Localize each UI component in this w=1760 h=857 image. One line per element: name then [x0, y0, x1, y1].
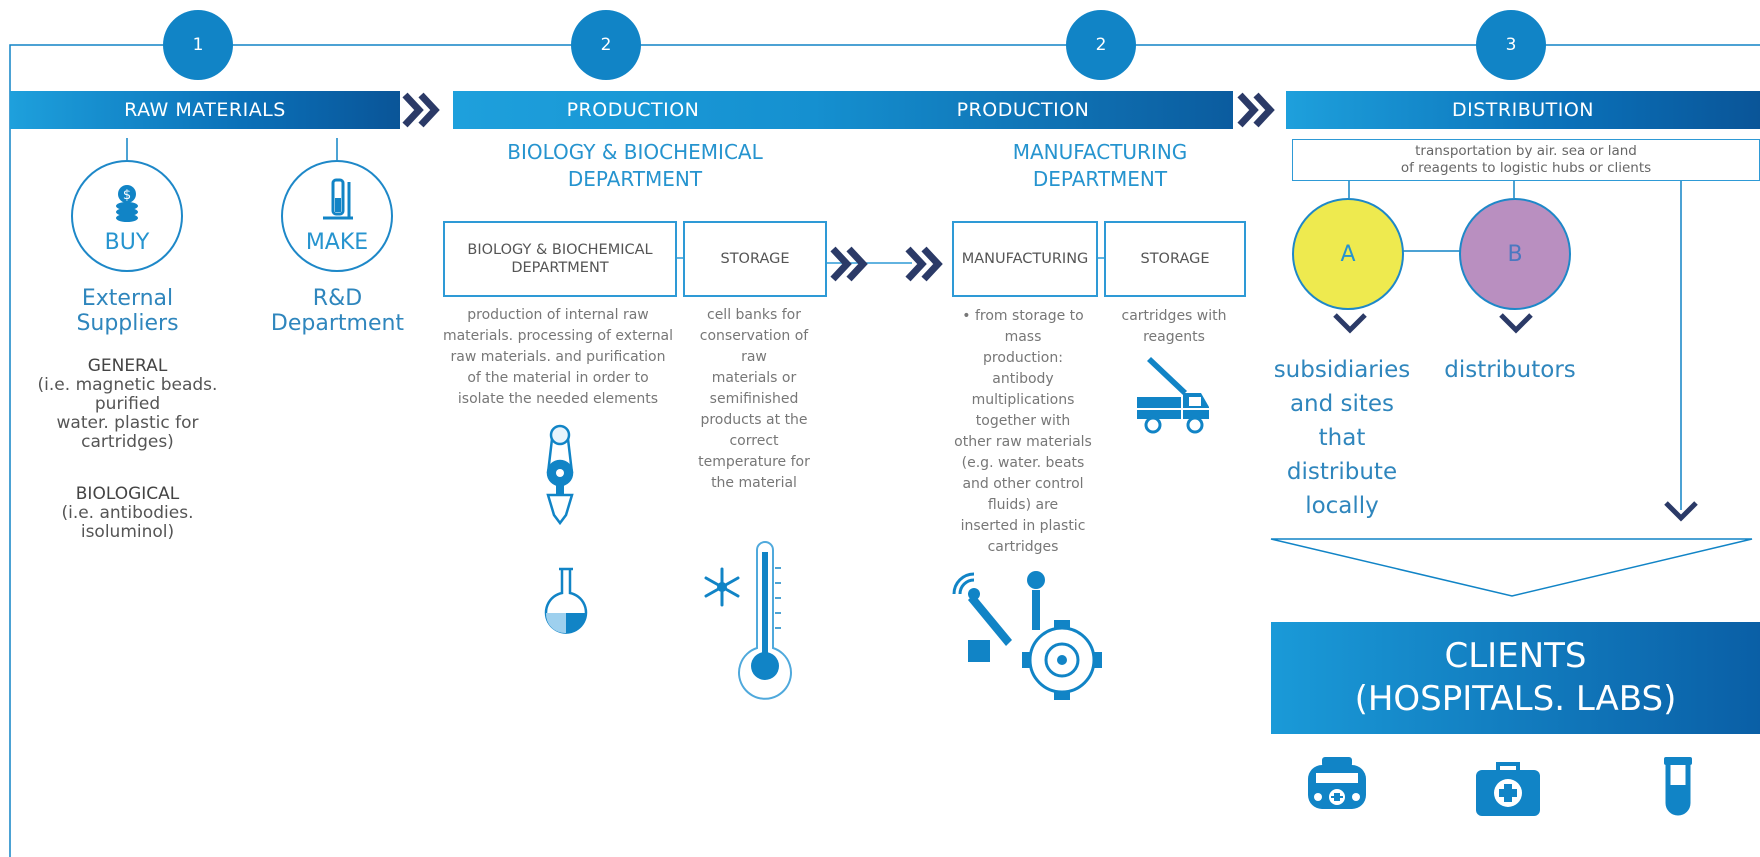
step-number-2a: 2 — [571, 10, 641, 80]
step-number-2b: 2 — [1066, 10, 1136, 80]
circle-a: A — [1292, 198, 1404, 310]
test-tube-icon — [1664, 757, 1692, 816]
chevron-double-icon — [402, 92, 440, 128]
first-aid-kit-icon — [1476, 762, 1540, 816]
crane-truck-icon — [1137, 357, 1209, 434]
robot-gear-icon — [952, 571, 1102, 700]
snowflake-icon — [704, 567, 740, 607]
header-distribution: DISTRIBUTION — [1286, 91, 1760, 129]
chevron-down-icon — [1499, 313, 1533, 334]
prod1-box-storage: STORAGE — [683, 221, 827, 297]
test-tube-stand-icon — [323, 178, 353, 220]
chevron-double-icon — [830, 246, 868, 282]
header-production-2: PRODUCTION — [813, 91, 1233, 129]
buy-circle: $ BUY — [71, 160, 183, 272]
prod2-box-manufacturing: MANUFACTURING — [952, 221, 1098, 297]
buy-label: BUY — [104, 230, 150, 255]
circle-b-caption: distributors — [1444, 357, 1576, 383]
ambulance-icon — [1308, 757, 1366, 809]
chevron-double-icon — [1237, 92, 1275, 128]
flask-icon — [544, 567, 588, 634]
svg-text:$: $ — [123, 188, 131, 203]
chevron-down-icon — [1664, 501, 1698, 522]
chevron-down-icon — [1333, 313, 1367, 334]
header-production-1: PRODUCTION — [453, 91, 813, 129]
header-raw-materials: RAW MATERIALS — [10, 91, 400, 129]
step-number-3: 3 — [1476, 10, 1546, 80]
centrifuge-icon — [546, 424, 574, 526]
general-title: GENERAL — [87, 356, 168, 376]
make-circle: MAKE — [281, 160, 393, 272]
coins-icon: $ — [116, 185, 138, 222]
prod1-connectors — [675, 257, 912, 264]
step-number-1: 1 — [163, 10, 233, 80]
biological-block: BIOLOGICAL (i.e. antibodies.isoluminol) — [20, 485, 235, 542]
clients-banner: CLIENTS(HOSPITALS. LABS) — [1271, 622, 1760, 734]
circle-b: B — [1459, 198, 1571, 310]
biological-title: BIOLOGICAL — [75, 484, 180, 504]
prod2-box-storage: STORAGE — [1104, 221, 1246, 297]
thermometer-icon — [738, 541, 792, 700]
make-label: MAKE — [305, 230, 369, 255]
general-block: GENERAL (i.e. magnetic beads.purified wa… — [20, 357, 235, 452]
prod2-connector — [1096, 257, 1104, 259]
chevron-double-icon — [905, 246, 943, 282]
raw-connector-lines — [126, 138, 338, 160]
